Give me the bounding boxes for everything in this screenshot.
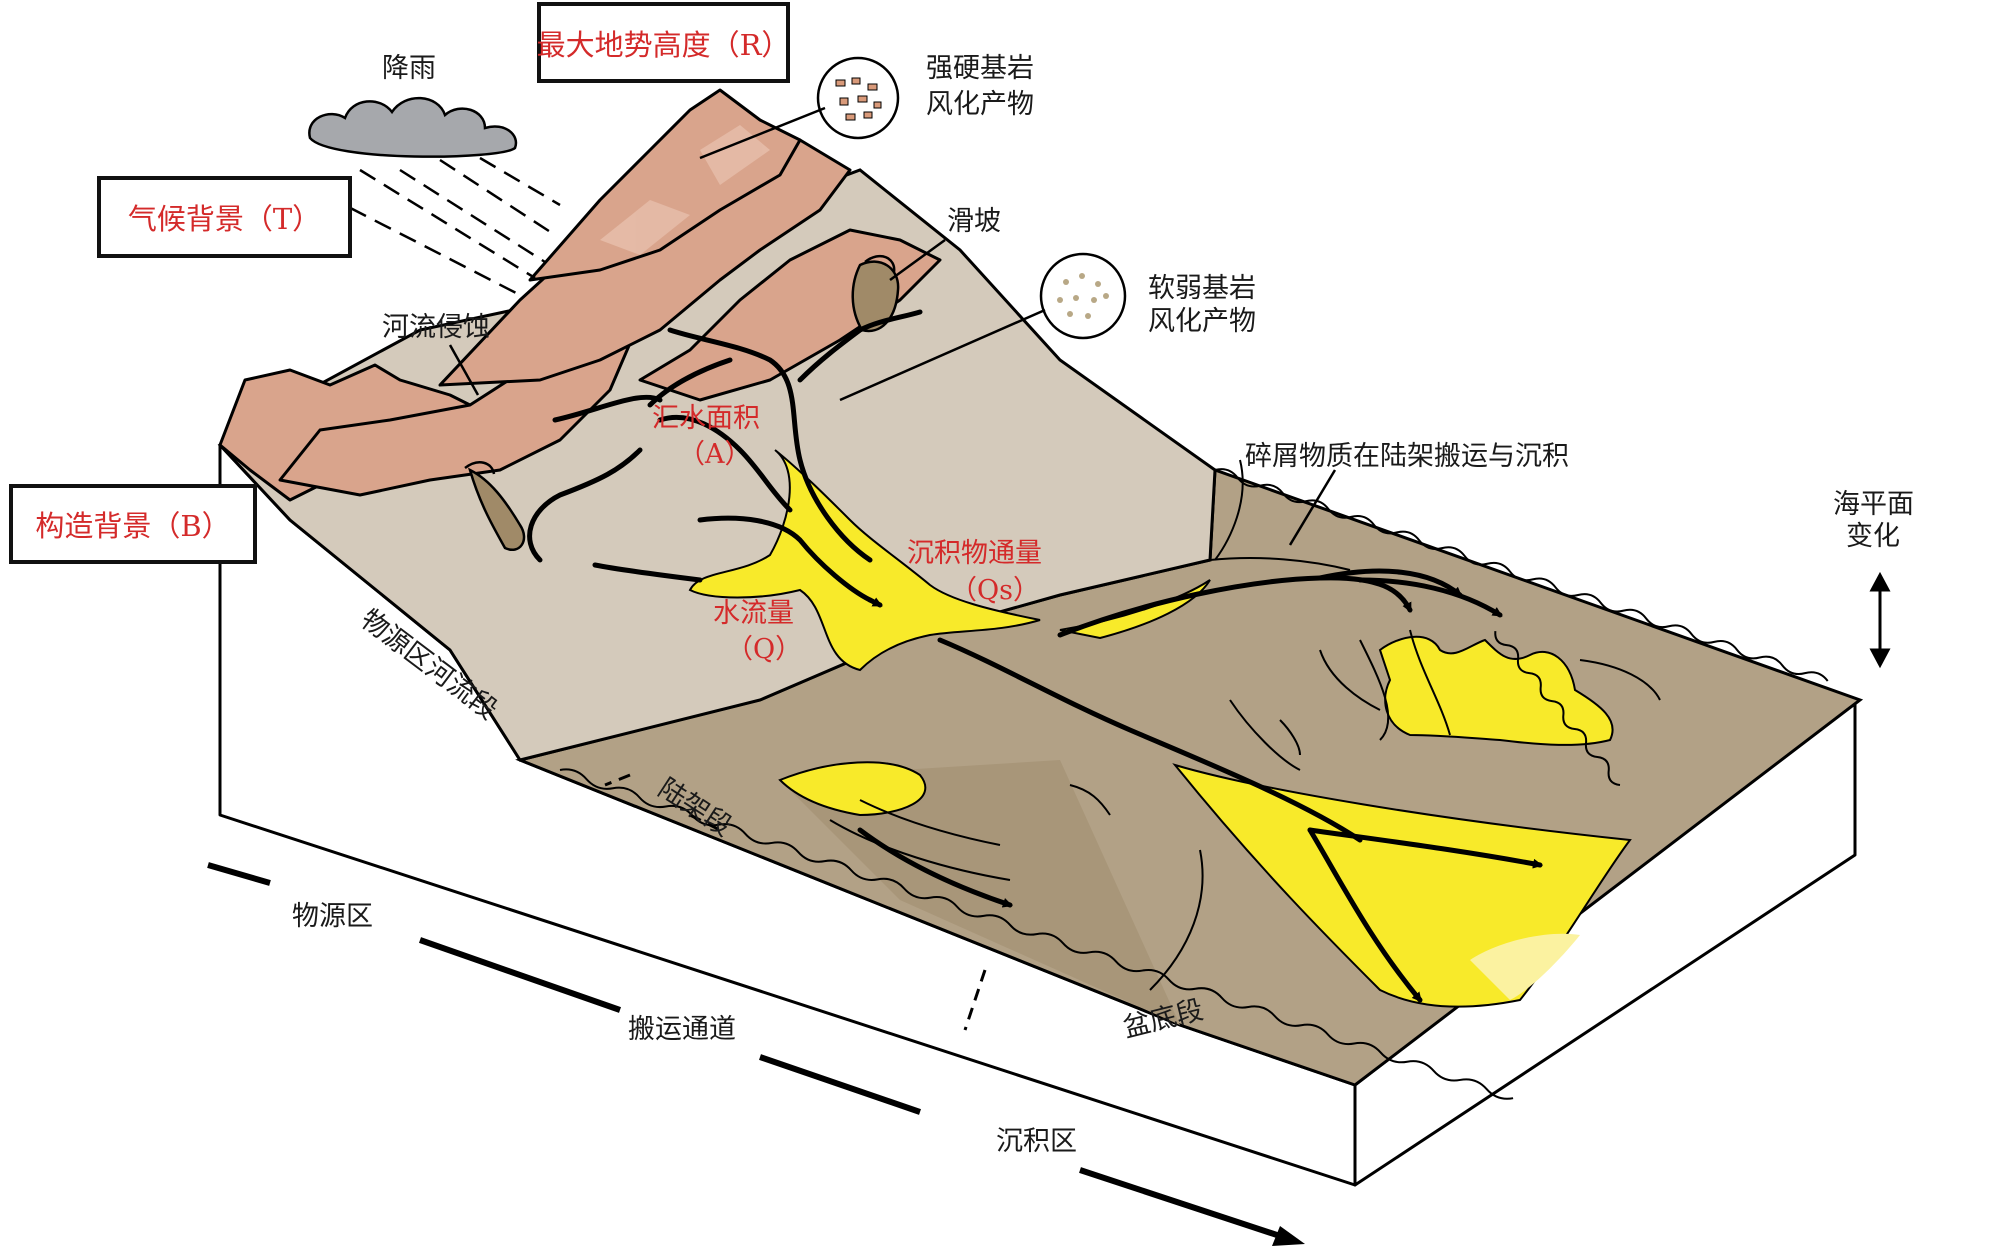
leader-lines: [448, 106, 1337, 546]
source-zone-label: 物源区: [292, 901, 373, 932]
rain-label: 降雨: [382, 53, 436, 84]
relief-factor-box: 最大地势高度（R）: [537, 2, 790, 83]
sea-level-wavy-lines: [559, 468, 1829, 1100]
water-discharge-label-line2: （Q）: [726, 634, 803, 665]
surface-contours: [829, 459, 1661, 991]
soft-rock-label-line2: 风化产物: [1148, 306, 1256, 337]
shelf-transport-label: 碎屑物质在陆架搬运与沉积: [1245, 441, 1569, 472]
landslide-label: 滑坡: [947, 206, 1001, 237]
ridge-highlights: [600, 125, 770, 255]
climate-factor-box: 气候背景（T）: [97, 176, 352, 258]
water-discharge-label-line1: 水流量: [713, 598, 794, 629]
sink-zone-label: 沉积区: [996, 1126, 1077, 1157]
catchment-area-label-line1: 汇水面积: [652, 403, 760, 434]
rain-streaks-icon: [324, 156, 561, 297]
zone-arrowhead-icon: [1272, 1226, 1305, 1246]
hard-rock-weathering-icon: [816, 56, 900, 140]
hard-rock-label-line2: 风化产物: [926, 89, 1034, 120]
river-channels: [527, 309, 1543, 1003]
sediment-flux-label-line1: 沉积物通量: [907, 538, 1042, 569]
sea-level-arrow-icon: [1869, 571, 1891, 669]
landslide-scars: [464, 254, 900, 551]
catchment-area-label-line2: （A）: [678, 439, 752, 470]
soft-rock-label-line1: 软弱基岩: [1148, 273, 1256, 304]
sea-level-label-line2: 变化: [1846, 521, 1900, 552]
soft-rock-weathering-icon: [1039, 252, 1127, 340]
river-erosion-label: 河流侵蚀: [382, 312, 490, 343]
tectonic-factor-box: 构造背景（B）: [9, 484, 257, 564]
sediment-flux-label-line2: （Qs）: [950, 575, 1040, 606]
cloud-icon: [308, 96, 518, 158]
segment-dividers: [604, 773, 987, 1031]
transport-zone-label: 搬运通道: [628, 1014, 736, 1045]
hard-rock-label-line1: 强硬基岩: [926, 53, 1034, 84]
zone-direction-lines: [207, 862, 1281, 1239]
sea-level-label-line1: 海平面: [1833, 489, 1914, 520]
slope-surface: [790, 760, 1180, 1025]
fan-lobe-highlight: [1470, 933, 1580, 1000]
